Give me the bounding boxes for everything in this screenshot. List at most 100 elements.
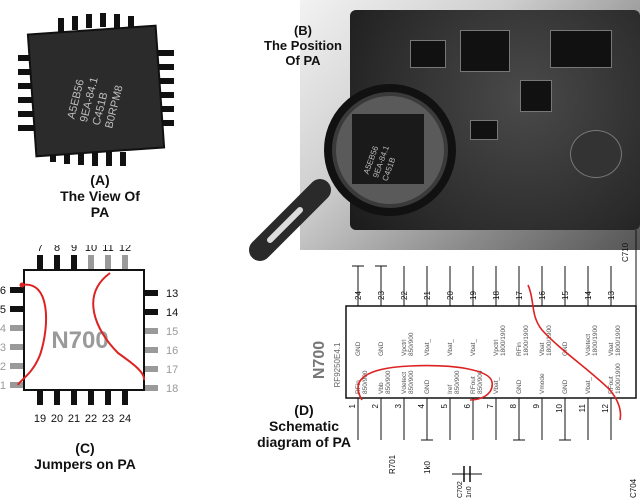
schematic-pin-name: GND — [562, 379, 569, 394]
caption-c-text: Jumpers on PA — [34, 456, 136, 473]
schematic-pin-number: 4 — [417, 403, 426, 408]
schematic-pin-number: 10 — [555, 403, 564, 412]
jumper-pin-number: 13 — [166, 288, 178, 300]
jumper-pin — [54, 391, 60, 405]
schematic-pin-name: Vbat_ — [585, 377, 592, 394]
schematic-pin-number: 16 — [538, 291, 547, 300]
schematic-pin-number: 20 — [446, 291, 455, 300]
component-c710: C710 — [621, 242, 630, 262]
schematic-pin-number: 18 — [492, 291, 501, 300]
schematic-pin-name: 1800/1900 — [500, 325, 507, 356]
schematic-pin-number: 3 — [394, 403, 403, 408]
caption-b-letter: (B) — [293, 23, 313, 38]
jumper-pin — [122, 391, 128, 405]
schematic-pin-number: 7 — [486, 403, 495, 408]
schematic-pin-number: 8 — [509, 403, 518, 408]
schematic-pin-name: Vbat_ — [493, 377, 500, 394]
caption-a-letter: (A) — [90, 172, 110, 188]
schematic-pin-number: 24 — [354, 291, 363, 300]
caption-d-letter: (D) — [294, 402, 314, 418]
jumper-pin — [145, 347, 158, 353]
caption-d: (D) Schematic diagram of PA — [256, 402, 352, 450]
schematic-pin-name: GND — [424, 379, 431, 394]
schematic-pin-name: 850/900 — [385, 370, 392, 394]
schematic-pin-number: 12 — [601, 403, 610, 412]
schematic-pin-name: Vpctrl — [493, 339, 500, 356]
schematic-pin-name: Vdetect — [585, 334, 592, 356]
jumper-pin-number: 6 — [0, 285, 6, 297]
jumper-pin-number: 1 — [0, 380, 6, 392]
schematic-pin-number: 2 — [371, 403, 380, 408]
caption-b-text: The Position Of PA — [264, 37, 342, 68]
jumper-pin-number: 22 — [85, 413, 97, 425]
jumper-pin-number: 5 — [0, 304, 6, 316]
schematic-pin-name: 1800/1900 — [615, 363, 622, 394]
schematic-pin-number: 22 — [400, 291, 409, 300]
jumper-chip-body — [23, 269, 145, 391]
schematic-pin-name: GND — [516, 379, 523, 394]
schematic-pin-name: 850/900 — [454, 370, 461, 394]
jumper-pin — [88, 255, 94, 269]
schematic-pin-number: 14 — [584, 291, 593, 300]
jumper-pin — [145, 385, 158, 391]
schematic-pin-name: 850/900 — [408, 332, 415, 356]
schematic-ref: N700 — [311, 341, 328, 379]
schematic-pin-number: 15 — [561, 291, 570, 300]
jumper-pin-number: 21 — [68, 413, 80, 425]
jumper-pin-number: 17 — [166, 364, 178, 376]
schematic-pin-name: RFin — [516, 342, 523, 356]
jumper-chip-label: N700 — [51, 327, 108, 354]
schematic-chip-body — [345, 305, 637, 399]
schematic-pin-number: 5 — [440, 403, 449, 408]
jumper-pin-number: 15 — [166, 326, 178, 338]
schematic-pin-number: 19 — [469, 291, 478, 300]
jumper-pin — [145, 290, 158, 296]
jumper-pin — [71, 255, 77, 269]
jumper-pin — [71, 391, 77, 405]
schematic-pin-number: 17 — [515, 291, 524, 300]
schematic-part: RF9250E4.1 — [333, 342, 342, 387]
schematic-pin-name: Vpctrl — [401, 339, 408, 356]
schematic-pin-name: GND — [378, 341, 385, 356]
schematic-pin-name: Iref — [447, 384, 454, 394]
schematic-pin-name: Vbat_ — [447, 339, 454, 356]
schematic-pin-name: 850/900 — [362, 370, 369, 394]
component-c702: C702 — [457, 481, 464, 498]
jumper-pin-number: 3 — [0, 342, 6, 354]
schematic-pin-name: Vbat_ — [424, 339, 431, 356]
schematic-pin-number: 21 — [423, 291, 432, 300]
jumper-pin — [10, 344, 23, 350]
jumper-pin — [145, 328, 158, 334]
schematic-pin-name: GND — [562, 341, 569, 356]
schematic-pin-name: 1800/1900 — [592, 325, 599, 356]
schematic-jumper-1 — [357, 364, 493, 401]
jumper-pin — [88, 391, 94, 405]
jumper-pin — [122, 255, 128, 269]
jumper-pin — [10, 382, 23, 388]
schematic-pin-number: 13 — [607, 291, 616, 300]
schematic-pin-name: 850/900 — [408, 370, 415, 394]
jumper-pin-number: 11 — [102, 245, 113, 254]
component-resistor-value: 1k0 — [423, 461, 432, 474]
jumper-pin-number: 4 — [0, 323, 6, 335]
jumper-pin-number: 9 — [71, 245, 77, 254]
jumper-pin — [10, 363, 23, 369]
jumper-pin — [145, 366, 158, 372]
caption-b: (B) The Position Of PA — [258, 23, 348, 69]
pa-chip-photo: A5EB56 9EA-84.1 C451B B0RPM8 — [18, 13, 174, 166]
jumper-pin — [54, 255, 60, 269]
jumper-wire-right — [92, 272, 146, 381]
caption-a: (A) The View Of PA — [30, 172, 170, 220]
schematic-jumper-2 — [527, 284, 622, 421]
schematic-pin-name: Vbb — [378, 382, 385, 394]
schematic-pin-name: 850/900 — [477, 370, 484, 394]
schematic-pin-name: 1800/1900 — [615, 325, 622, 356]
schematic-pin-number: 9 — [532, 403, 541, 408]
jumper-pin-number: 10 — [85, 245, 97, 254]
jumper-pin — [37, 391, 43, 405]
schematic-pin-name: RFout — [608, 376, 615, 394]
schematic-pin-number: 23 — [377, 291, 386, 300]
component-c704: C704 — [629, 478, 638, 498]
